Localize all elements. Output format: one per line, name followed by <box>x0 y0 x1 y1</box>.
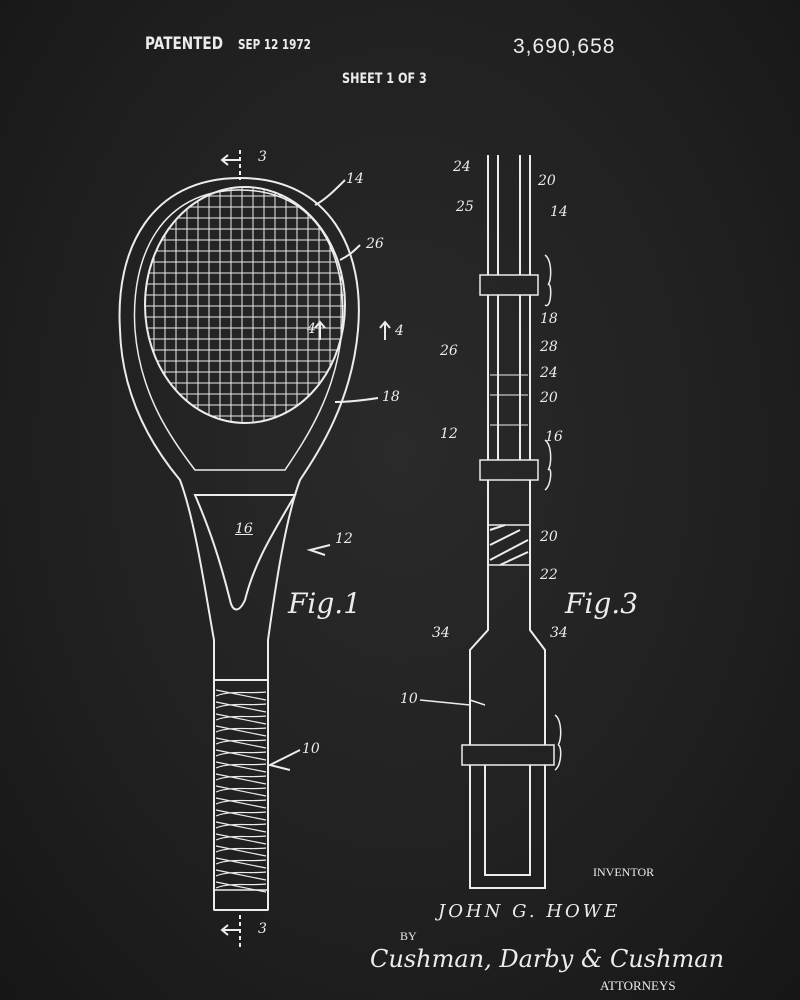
grip-wrap <box>215 857 267 869</box>
fig3-caption: Fig.3 <box>565 587 639 620</box>
grip-wrap <box>215 881 267 893</box>
ref-label: 16 <box>545 429 563 445</box>
ref-label: 14 <box>550 204 568 220</box>
grip-wrap <box>215 749 267 761</box>
ref-label: 12 <box>440 426 458 442</box>
ref-label: 20 <box>540 390 558 406</box>
attorneys-signature: Cushman, Darby & Cushman <box>370 945 725 973</box>
ref-label: 20 <box>538 173 556 189</box>
grip-wrap <box>215 701 267 713</box>
section-mark: 3 <box>258 149 267 165</box>
grip-wrap <box>215 761 267 773</box>
ref-label: 34 <box>432 625 450 641</box>
grip-wrap <box>215 821 267 833</box>
fig1-caption: Fig.1 <box>288 587 362 620</box>
ref-label: 16 <box>235 521 253 537</box>
fig3-side-view <box>419 155 562 889</box>
by-label: BY <box>400 929 417 943</box>
patent-date: SEP 12 1972 <box>238 38 311 53</box>
grip-wrap <box>215 725 267 737</box>
ref-label: 20 <box>540 529 558 545</box>
ref-label: 26 <box>440 343 458 359</box>
grip-wrap <box>215 809 267 821</box>
sheet-label: SHEET 1 OF 3 <box>342 71 427 87</box>
ref-label: 34 <box>550 625 568 641</box>
ref-label: 18 <box>540 311 558 327</box>
fig1-racket <box>118 150 391 950</box>
patent-number: 3,690,658 <box>513 35 616 58</box>
grip-wrap <box>215 845 267 857</box>
grip-wrap <box>215 773 267 785</box>
grip-wrap <box>215 797 267 809</box>
section-mark: 3 <box>258 921 267 937</box>
ref-label: 25 <box>456 199 474 215</box>
grip-wrap <box>215 785 267 797</box>
ref-label: 12 <box>335 531 353 547</box>
string-bed <box>144 186 346 424</box>
ref-label: 24 <box>540 365 558 381</box>
ref-label: 10 <box>302 741 320 757</box>
grip-wrap <box>215 833 267 845</box>
ref-label: 22 <box>540 567 558 583</box>
ref-label: 26 <box>366 236 384 252</box>
ref-label: 14 <box>346 171 364 187</box>
ref-label: 28 <box>540 339 558 355</box>
section-mark: 4 <box>395 323 404 339</box>
inventor-name: JOHN G. HOWE <box>438 901 621 922</box>
patented-label: PATENTED <box>145 34 223 54</box>
inventor-label: INVENTOR <box>593 865 655 879</box>
grip-wrap <box>215 737 267 749</box>
ref-label: 10 <box>400 691 418 707</box>
section-mark: 4 <box>307 321 316 337</box>
grip-wrap <box>215 689 267 701</box>
ref-label: 18 <box>382 389 400 405</box>
ref-label: 24 <box>453 159 471 175</box>
attorneys-label: ATTORNEYS <box>600 978 676 993</box>
grip-wrap <box>215 713 267 725</box>
grip-wrap <box>215 869 267 881</box>
